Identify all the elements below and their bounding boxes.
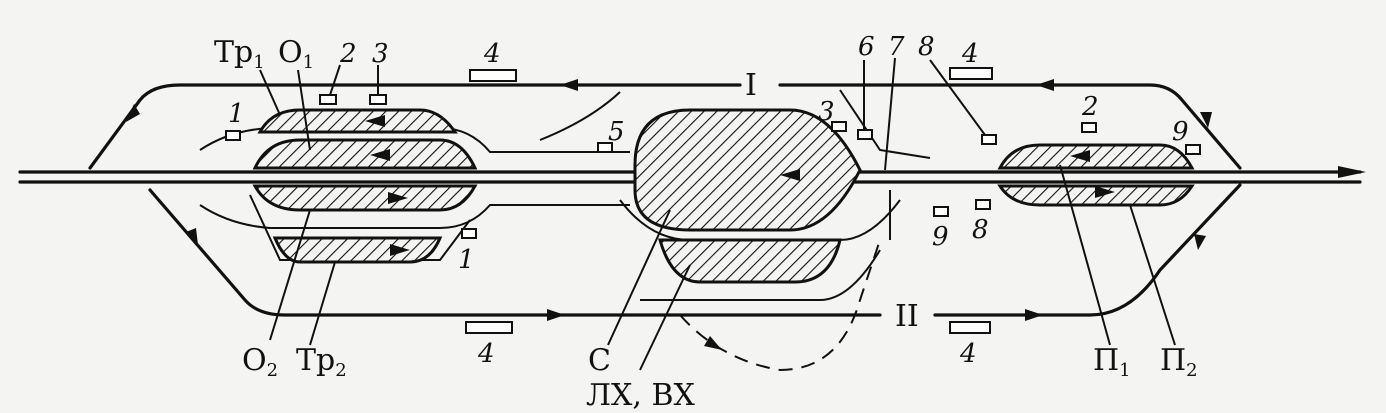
label-n3b: 3 — [818, 97, 835, 127]
dashed-arrow — [704, 336, 722, 350]
label-n9a: 9 — [1172, 117, 1189, 147]
park-c — [633, 108, 862, 232]
park-p1 — [997, 143, 1195, 170]
main-track-I — [88, 79, 1242, 170]
label-n2b: 2 — [1081, 92, 1099, 122]
label-n4-bottom-left: 4 — [477, 339, 495, 369]
label-tr1: Тр1 — [214, 35, 265, 73]
signal-markers — [225, 67, 1201, 334]
label-o1: О1 — [278, 35, 314, 73]
label-n3a: 3 — [372, 39, 389, 69]
park-tr1 — [257, 108, 458, 134]
park-lh-vh — [658, 238, 842, 284]
label-c: С — [588, 343, 611, 378]
label-n1a: 1 — [228, 99, 245, 129]
leader-lines — [259, 57, 1176, 371]
park-o1 — [252, 138, 478, 170]
dashed-connection — [679, 239, 881, 372]
label-n8b: 8 — [972, 215, 989, 245]
label-n7: 7 — [888, 32, 905, 62]
park-arrows — [365, 115, 1115, 256]
label-tr2: Тр2 — [296, 343, 347, 381]
label-p1: П1 — [1093, 343, 1131, 381]
park-tr2 — [272, 236, 443, 264]
yard-tracks — [199, 89, 931, 301]
label-p2: П2 — [1160, 343, 1198, 381]
label-n4-top-right: 4 — [961, 39, 979, 69]
label-n4-bottom-right: 4 — [959, 339, 977, 369]
label-o2: О2 — [242, 343, 278, 381]
label-main-track-I: I — [745, 68, 757, 103]
label-n9b: 9 — [932, 222, 949, 252]
label-n6: 6 — [858, 32, 875, 62]
main-track-II — [148, 183, 1242, 321]
park-o2 — [252, 184, 478, 212]
label-main-track-II: II — [895, 299, 919, 334]
label-n1b: 1 — [458, 245, 475, 275]
label-n8a: 8 — [918, 32, 935, 62]
label-n2a: 2 — [339, 39, 357, 69]
label-n4-top-left: 4 — [483, 39, 501, 69]
label-lh-vh: ЛХ, ВХ — [586, 378, 696, 413]
label-n5: 5 — [608, 117, 625, 147]
